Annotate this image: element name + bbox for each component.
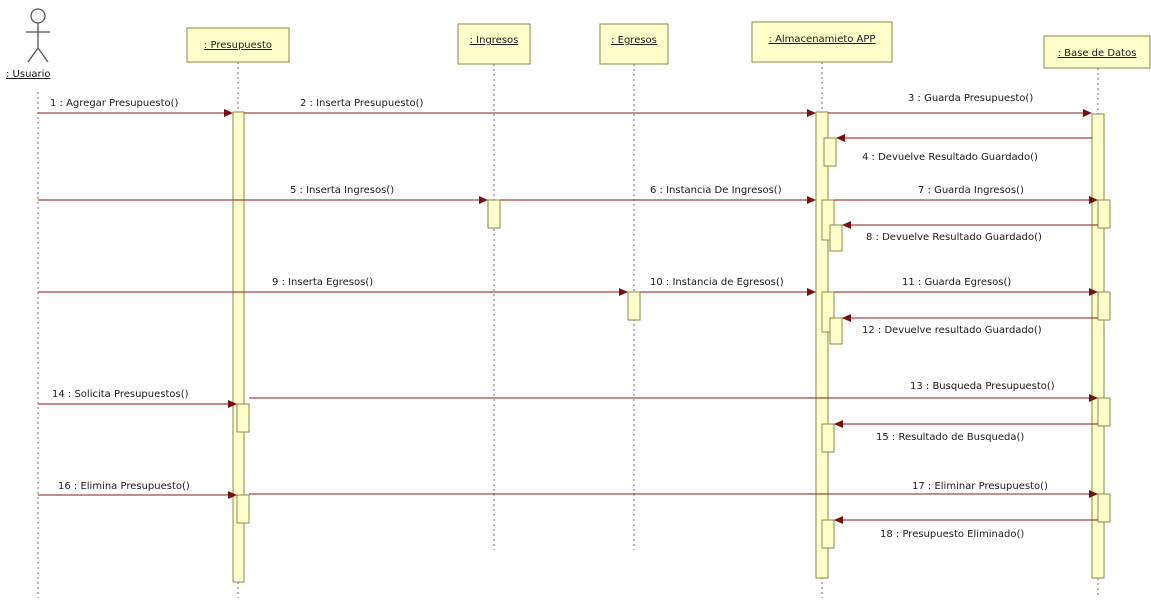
message-16: 16 : Elimina Presupuesto() <box>38 481 237 499</box>
message-4: 4 : Devuelve Resultado Guardado() <box>836 134 1092 163</box>
activation-almacenamiento-small <box>823 137 837 167</box>
message-1-label: 1 : Agregar Presupuesto() <box>50 98 179 109</box>
activation-ingresos <box>487 199 501 229</box>
message-2-label: 2 : Inserta Presupuesto() <box>300 98 424 109</box>
message-9-label: 9 : Inserta Egresos() <box>272 277 373 288</box>
message-1: 1 : Agregar Presupuesto() <box>38 98 233 117</box>
activations <box>232 111 1111 583</box>
participant-presupuesto: : Presupuesto <box>186 27 290 63</box>
activation-basedatos-small <box>1097 397 1111 427</box>
message-7: 7 : Guarda Ingresos() <box>834 185 1098 204</box>
participant-almacenamiento: : Almacenamieto APP <box>751 21 893 63</box>
message-7-label: 7 : Guarda Ingresos() <box>918 185 1024 196</box>
message-8: 8 : Devuelve Resultado Guardado() <box>842 221 1098 243</box>
activation-presupuesto <box>232 111 245 583</box>
participant-egresos: : Egresos <box>599 23 669 65</box>
message-4-label: 4 : Devuelve Resultado Guardado() <box>862 152 1038 163</box>
message-11-label: 11 : Guarda Egresos() <box>902 277 1011 288</box>
message-14: 14 : Solicita Presupuestos() <box>38 389 237 408</box>
participant-egresos-label: : Egresos <box>611 35 657 46</box>
message-12-label: 12 : Devuelve resultado Guardado() <box>862 325 1042 336</box>
activation-basedatos-small <box>1097 291 1111 321</box>
message-12: 12 : Devuelve resultado Guardado() <box>842 314 1098 336</box>
activation-basedatos-small <box>1097 493 1111 523</box>
message-9: 9 : Inserta Egresos() <box>38 277 628 296</box>
message-10: 10 : Instancia de Egresos() <box>640 277 816 296</box>
message-14-label: 14 : Solicita Presupuestos() <box>52 389 189 400</box>
activation-egresos <box>627 291 641 321</box>
participant-ingresos: : Ingresos <box>457 23 531 65</box>
message-13-label: 13 : Busqueda Presupuesto() <box>910 381 1055 392</box>
participant-ingresos-label: : Ingresos <box>470 35 519 46</box>
message-6-label: 6 : Instancia De Ingresos() <box>650 185 782 196</box>
activation-almacenamiento-small <box>821 519 835 549</box>
message-8-label: 8 : Devuelve Resultado Guardado() <box>866 232 1042 243</box>
message-11: 11 : Guarda Egresos() <box>834 277 1098 296</box>
message-10-label: 10 : Instancia de Egresos() <box>650 277 784 288</box>
activation-presupuesto-small <box>236 403 250 433</box>
activation-basedatos-small <box>1097 199 1111 229</box>
message-5: 5 : Inserta Ingresos() <box>38 185 488 204</box>
message-2: 2 : Inserta Presupuesto() <box>244 98 816 117</box>
participant-basedatos: : Base de Datos <box>1043 35 1151 69</box>
message-18-label: 18 : Presupuesto Eliminado() <box>880 529 1024 540</box>
participant-usuario-label: : Usuario <box>6 69 51 80</box>
message-15: 15 : Resultado de Busqueda() <box>834 420 1098 443</box>
message-16-label: 16 : Elimina Presupuesto() <box>58 481 190 492</box>
activation-almacenamiento-small <box>821 423 835 453</box>
message-5-label: 5 : Inserta Ingresos() <box>290 185 394 196</box>
message-6: 6 : Instancia De Ingresos() <box>500 185 816 204</box>
activation-almacenamiento-small <box>829 224 843 252</box>
activation-almacenamiento-small <box>829 317 843 345</box>
message-17: 17 : Eliminar Presupuesto() <box>249 481 1098 498</box>
participant-almacenamiento-label: : Almacenamieto APP <box>769 34 876 45</box>
message-15-label: 15 : Resultado de Busqueda() <box>876 432 1024 443</box>
activation-presupuesto-small <box>236 494 250 524</box>
activation-almacenamiento <box>815 111 829 579</box>
message-3: 3 : Guarda Presupuesto() <box>828 93 1092 117</box>
activation-basedatos <box>1091 113 1105 579</box>
message-18: 18 : Presupuesto Eliminado() <box>834 516 1098 540</box>
participant-basedatos-label: : Base de Datos <box>1058 48 1137 59</box>
message-3-label: 3 : Guarda Presupuesto() <box>908 93 1033 104</box>
user-actor-icon <box>26 8 50 63</box>
message-17-label: 17 : Eliminar Presupuesto() <box>912 481 1048 492</box>
message-13: 13 : Busqueda Presupuesto() <box>249 381 1098 402</box>
participant-presupuesto-label: : Presupuesto <box>204 40 272 51</box>
